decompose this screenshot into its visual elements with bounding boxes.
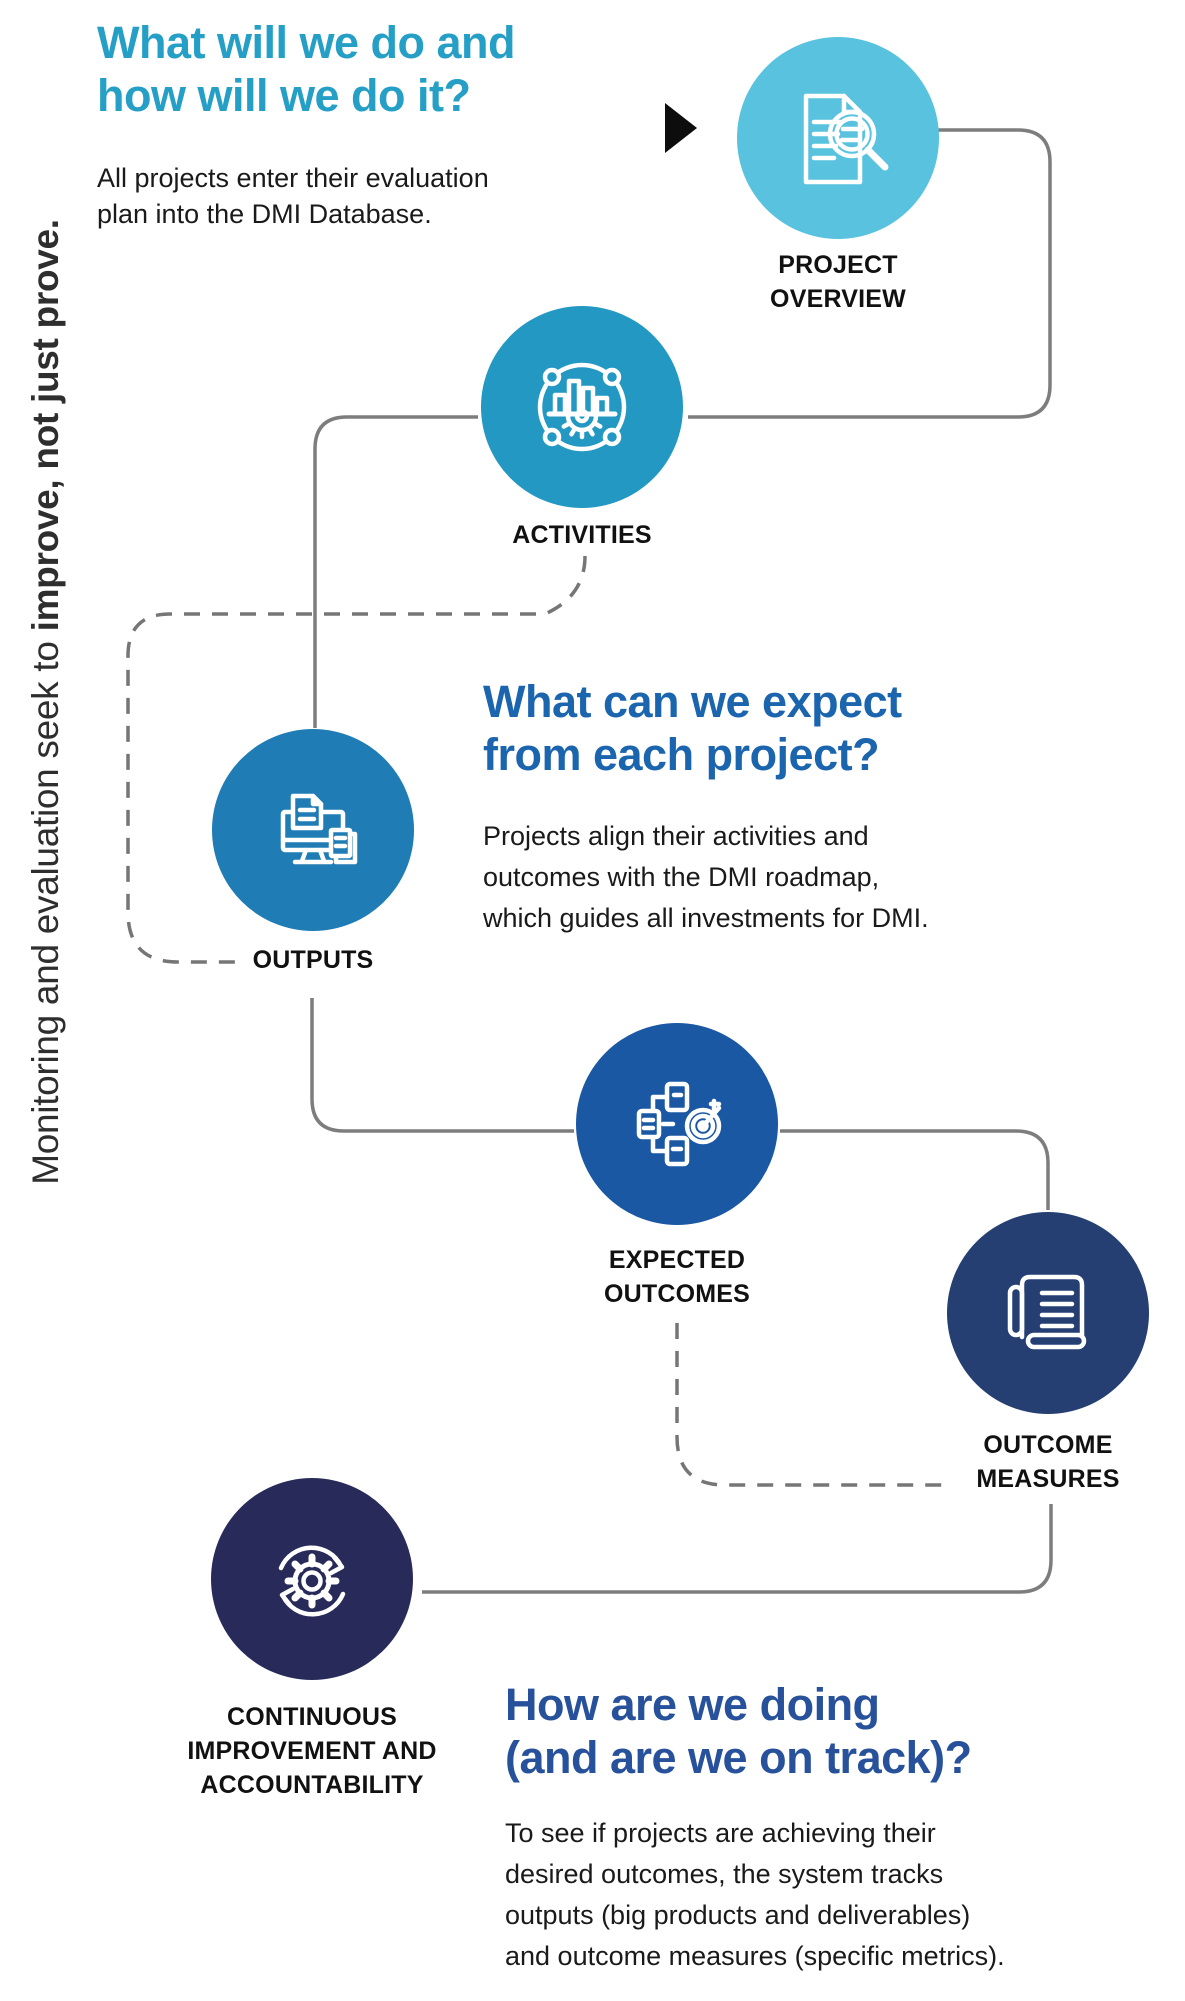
document-magnifier-icon <box>803 93 889 185</box>
outputs-label: OUTPUTS <box>253 943 374 977</box>
dashed-connector-expected-to-measures-label <box>675 1323 948 1487</box>
paragraph-line: All projects enter their evaluation <box>97 163 489 193</box>
connector-outputs-to-expected <box>310 998 574 1133</box>
label-line: EXPECTED <box>608 1246 746 1274</box>
paragraph-line: outcomes with the DMI roadmap, <box>483 862 880 892</box>
outcome-measures-label: OUTCOME MEASURES <box>976 1428 1119 1496</box>
connector-activities-to-outputs <box>313 415 478 728</box>
paragraph-line: plan into the DMI Database. <box>97 199 432 229</box>
outputs-disc <box>212 729 414 931</box>
label-line: OUTCOMES <box>603 1280 751 1308</box>
outcome-measures-disc <box>947 1212 1149 1414</box>
label-line: ACTIVITIES <box>512 521 652 549</box>
paragraph-bottom: To see if projects are achieving their d… <box>505 1813 1005 1977</box>
heading-line: How are we doing <box>505 1679 880 1730</box>
monitor-documents-icon <box>280 793 358 865</box>
label-line: MEASURES <box>976 1465 1120 1493</box>
paragraph-line: desired outcomes, the system tracks <box>505 1859 944 1889</box>
side-caption: Monitoring and evaluation seek to improv… <box>25 192 67 1212</box>
label-line: IMPROVEMENT AND <box>187 1737 437 1765</box>
label-line: ACCOUNTABILITY <box>200 1771 424 1799</box>
label-line: OUTPUTS <box>252 946 374 974</box>
node-project-overview: PROJECT OVERVIEW <box>737 37 939 313</box>
gear-cycle-icon <box>278 1545 346 1617</box>
ledger-scroll-icon <box>1007 1274 1087 1350</box>
play-arrow-icon <box>665 103 697 153</box>
heading-how-are-we-doing: How are we doing (and are we on track)? <box>505 1678 972 1784</box>
paragraph-top: All projects enter their evaluation plan… <box>97 160 489 232</box>
activities-label: ACTIVITIES <box>512 518 652 552</box>
heading-line: What can we expect <box>483 676 902 727</box>
paragraph-line: Projects align their activities and <box>483 821 869 851</box>
heading-what-will-we-do: What will we do and how will we do it? <box>97 16 516 122</box>
node-continuous-improvement: CONTINUOUS IMPROVEMENT AND ACCOUNTABILIT… <box>187 1478 436 1799</box>
continuous-improvement-disc <box>211 1478 413 1680</box>
paragraph-line: which guides all investments for DMI. <box>483 903 929 933</box>
continuous-improvement-label: CONTINUOUS IMPROVEMENT AND ACCOUNTABILIT… <box>187 1700 436 1802</box>
heading-line: how will we do it? <box>97 70 471 121</box>
activities-disc <box>481 306 683 508</box>
heading-what-can-we-expect: What can we expect from each project? <box>483 675 902 781</box>
side-caption-regular: Monitoring and evaluation seek to <box>25 631 66 1185</box>
connector-measures-to-continuous <box>422 1504 1053 1594</box>
connector-expected-to-measures <box>780 1129 1050 1210</box>
node-activities: ACTIVITIES <box>481 306 683 549</box>
heading-line: What will we do and <box>97 17 516 68</box>
heading-line: from each project? <box>483 729 880 780</box>
side-caption-bold: improve, not just prove. <box>25 219 66 632</box>
expected-outcomes-label: EXPECTED OUTCOMES <box>604 1243 750 1311</box>
project-overview-label: PROJECT OVERVIEW <box>770 248 906 316</box>
label-line: CONTINUOUS <box>226 1703 398 1731</box>
expected-outcomes-disc <box>576 1023 778 1225</box>
paragraph-line: To see if projects are achieving their <box>505 1818 936 1848</box>
paragraph-line: and outcome measures (specific metrics). <box>505 1941 1005 1971</box>
heading-line: (and are we on track)? <box>505 1732 972 1783</box>
node-outcome-measures: OUTCOME MEASURES <box>947 1212 1149 1493</box>
label-line: PROJECT <box>778 251 898 279</box>
node-outputs: OUTPUTS <box>212 729 414 974</box>
flowchart-target-icon <box>636 1081 722 1167</box>
node-expected-outcomes: EXPECTED OUTCOMES <box>576 1023 778 1308</box>
bar-chart-gear-icon <box>537 362 627 452</box>
project-overview-disc <box>737 37 939 239</box>
label-line: OVERVIEW <box>770 285 906 313</box>
paragraph-middle: Projects align their activities and outc… <box>483 816 929 939</box>
paragraph-line: outputs (big products and deliverables) <box>505 1900 971 1930</box>
label-line: OUTCOME <box>983 1431 1113 1459</box>
